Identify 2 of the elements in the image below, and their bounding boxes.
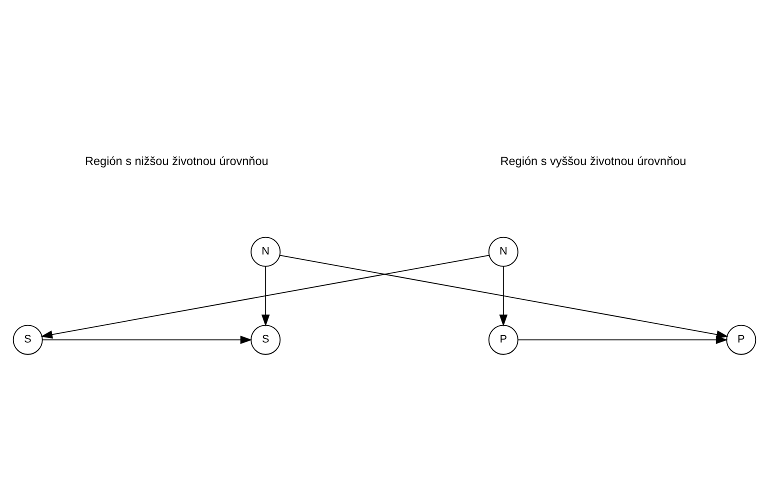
label: Región s nižšou životnou úrovnňou	[84, 154, 268, 168]
label: Región s vyššou životnou úrovnňou	[500, 154, 686, 168]
